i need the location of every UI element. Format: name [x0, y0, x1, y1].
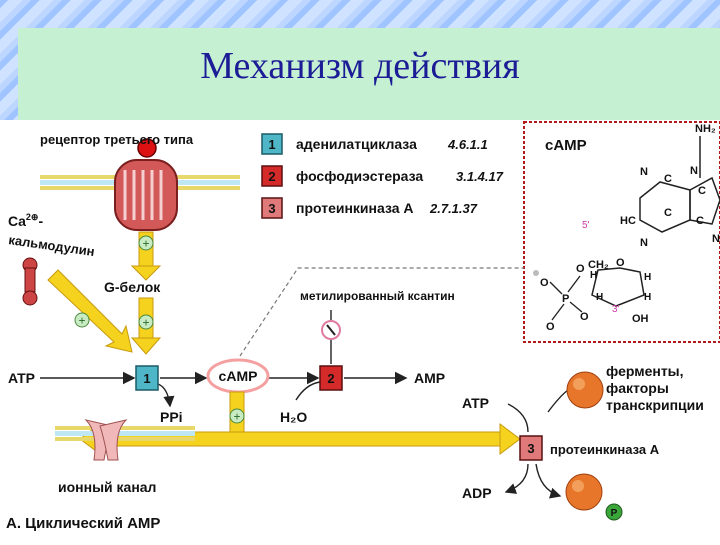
- adp-label: ADP: [462, 485, 492, 501]
- svg-text:CH₂: CH₂: [588, 259, 609, 271]
- svg-text:H: H: [644, 292, 651, 303]
- svg-text:C: C: [698, 185, 706, 197]
- phosphodiesterase-box: 2: [319, 365, 343, 391]
- plus-badge-camp: +: [229, 408, 245, 424]
- svg-text:NH₂: NH₂: [695, 123, 716, 135]
- svg-text:O: O: [580, 311, 589, 323]
- svg-text:аденилатциклаза: аденилатциклаза: [296, 136, 417, 152]
- targets-line-2: факторы: [606, 380, 669, 396]
- inhibitor-icon: [321, 310, 341, 364]
- svg-text:O: O: [616, 257, 625, 269]
- atp-left-label: ATP: [8, 370, 35, 386]
- amp-label: AMP: [414, 370, 445, 386]
- ppi-label: PPi: [160, 409, 183, 425]
- svg-text:cAMP: cAMP: [545, 137, 587, 154]
- svg-text:N: N: [690, 165, 698, 177]
- svg-text:N: N: [712, 233, 720, 245]
- receptor-icon: [114, 138, 178, 231]
- svg-text:C: C: [664, 207, 672, 219]
- svg-text:O: O: [576, 263, 585, 275]
- camp-mechanism-diagram: рецептор третьего типа + + G-белок Ca2⊕-…: [6, 121, 720, 532]
- plus-badge-calmodulin: +: [74, 312, 90, 328]
- targets-line-3: транскрипции: [606, 397, 704, 413]
- leader-line: [239, 267, 524, 357]
- svg-text:HC: HC: [620, 215, 636, 227]
- calmodulin-arrow: [47, 269, 133, 353]
- title-band: [18, 28, 720, 120]
- svg-text:2.7.1.37: 2.7.1.37: [429, 201, 478, 216]
- legend-item-3: 3 протеинкиназа А 2.7.1.37: [261, 197, 478, 219]
- g-protein-label: G-белок: [104, 279, 161, 295]
- svg-text:1: 1: [268, 137, 275, 152]
- pka-box: 3: [519, 435, 543, 461]
- cell-membrane-bottom: [55, 426, 195, 441]
- diagram-area: рецептор третьего типа + + G-белок Ca2⊕-…: [0, 120, 720, 540]
- svg-text:3': 3': [612, 304, 620, 315]
- phosphorylated-protein-icon: P: [565, 473, 623, 521]
- svg-text:+: +: [233, 410, 240, 424]
- ion-channel-label: ионный канал: [58, 479, 156, 495]
- adenylate-cyclase-box: 1: [135, 365, 159, 391]
- svg-text:+: +: [142, 237, 149, 251]
- camp-structure-panel: cAMP NH₂ N C C N HC N C C N 5' CH₂ O H H…: [523, 121, 720, 343]
- svg-text:+: +: [78, 314, 85, 328]
- calcium-label: Ca2⊕-: [8, 212, 43, 229]
- h2o-label: H₂O: [280, 409, 307, 425]
- plus-badge-receptor: +: [138, 235, 154, 251]
- svg-text:P: P: [562, 293, 569, 305]
- svg-text:1: 1: [143, 371, 150, 386]
- svg-text:фосфодиэстераза: фосфодиэстераза: [296, 168, 423, 184]
- svg-text:O: O: [546, 321, 555, 333]
- svg-text:3: 3: [268, 201, 275, 216]
- ion-channel-icon: [84, 419, 128, 461]
- svg-text:3: 3: [527, 441, 534, 456]
- svg-text:H: H: [590, 270, 597, 281]
- diagram-caption: А. Циклический АМР: [6, 515, 160, 532]
- calmodulin-icon: [22, 257, 38, 306]
- svg-text:H: H: [644, 272, 651, 283]
- legend-item-2: 2 фосфодиэстераза 3.1.4.17: [261, 165, 504, 187]
- svg-text:H: H: [596, 292, 603, 303]
- main-pathway: [40, 371, 408, 408]
- svg-text:N: N: [640, 237, 648, 249]
- legend-item-1: 1 аденилатциклаза 4.6.1.1: [261, 133, 488, 155]
- svg-text:2: 2: [268, 169, 275, 184]
- calmodulin-label: кальмодулин: [8, 232, 96, 259]
- targets-line-1: ферменты,: [606, 363, 684, 379]
- svg-text:4.6.1.1: 4.6.1.1: [447, 137, 488, 152]
- methylxanthine-label: метилированный ксантин: [300, 289, 455, 303]
- svg-text:N: N: [640, 166, 648, 178]
- phosphate-label: P: [611, 508, 618, 519]
- svg-text:C: C: [696, 215, 704, 227]
- svg-text:3.1.4.17: 3.1.4.17: [456, 169, 504, 184]
- camp-node: cAMP: [206, 358, 270, 394]
- plus-badge-gprotein: +: [138, 314, 154, 330]
- pka-label: протеинкиназа А: [550, 442, 660, 457]
- svg-text:cAMP: cAMP: [219, 368, 258, 384]
- svg-text:+: +: [142, 316, 149, 330]
- svg-text:O: O: [540, 277, 549, 289]
- svg-text:C: C: [664, 173, 672, 185]
- atp-right-label: ATP: [462, 395, 489, 411]
- slide-title: Механизм действия: [200, 45, 520, 87]
- receptor-label: рецептор третьего типа: [40, 132, 194, 147]
- svg-text:OH: OH: [632, 313, 649, 325]
- svg-text:5': 5': [582, 220, 590, 231]
- target-protein-icon: [566, 371, 604, 409]
- svg-text:протеинкиназа А: протеинкиназа А: [296, 200, 414, 216]
- svg-text:2: 2: [327, 371, 334, 386]
